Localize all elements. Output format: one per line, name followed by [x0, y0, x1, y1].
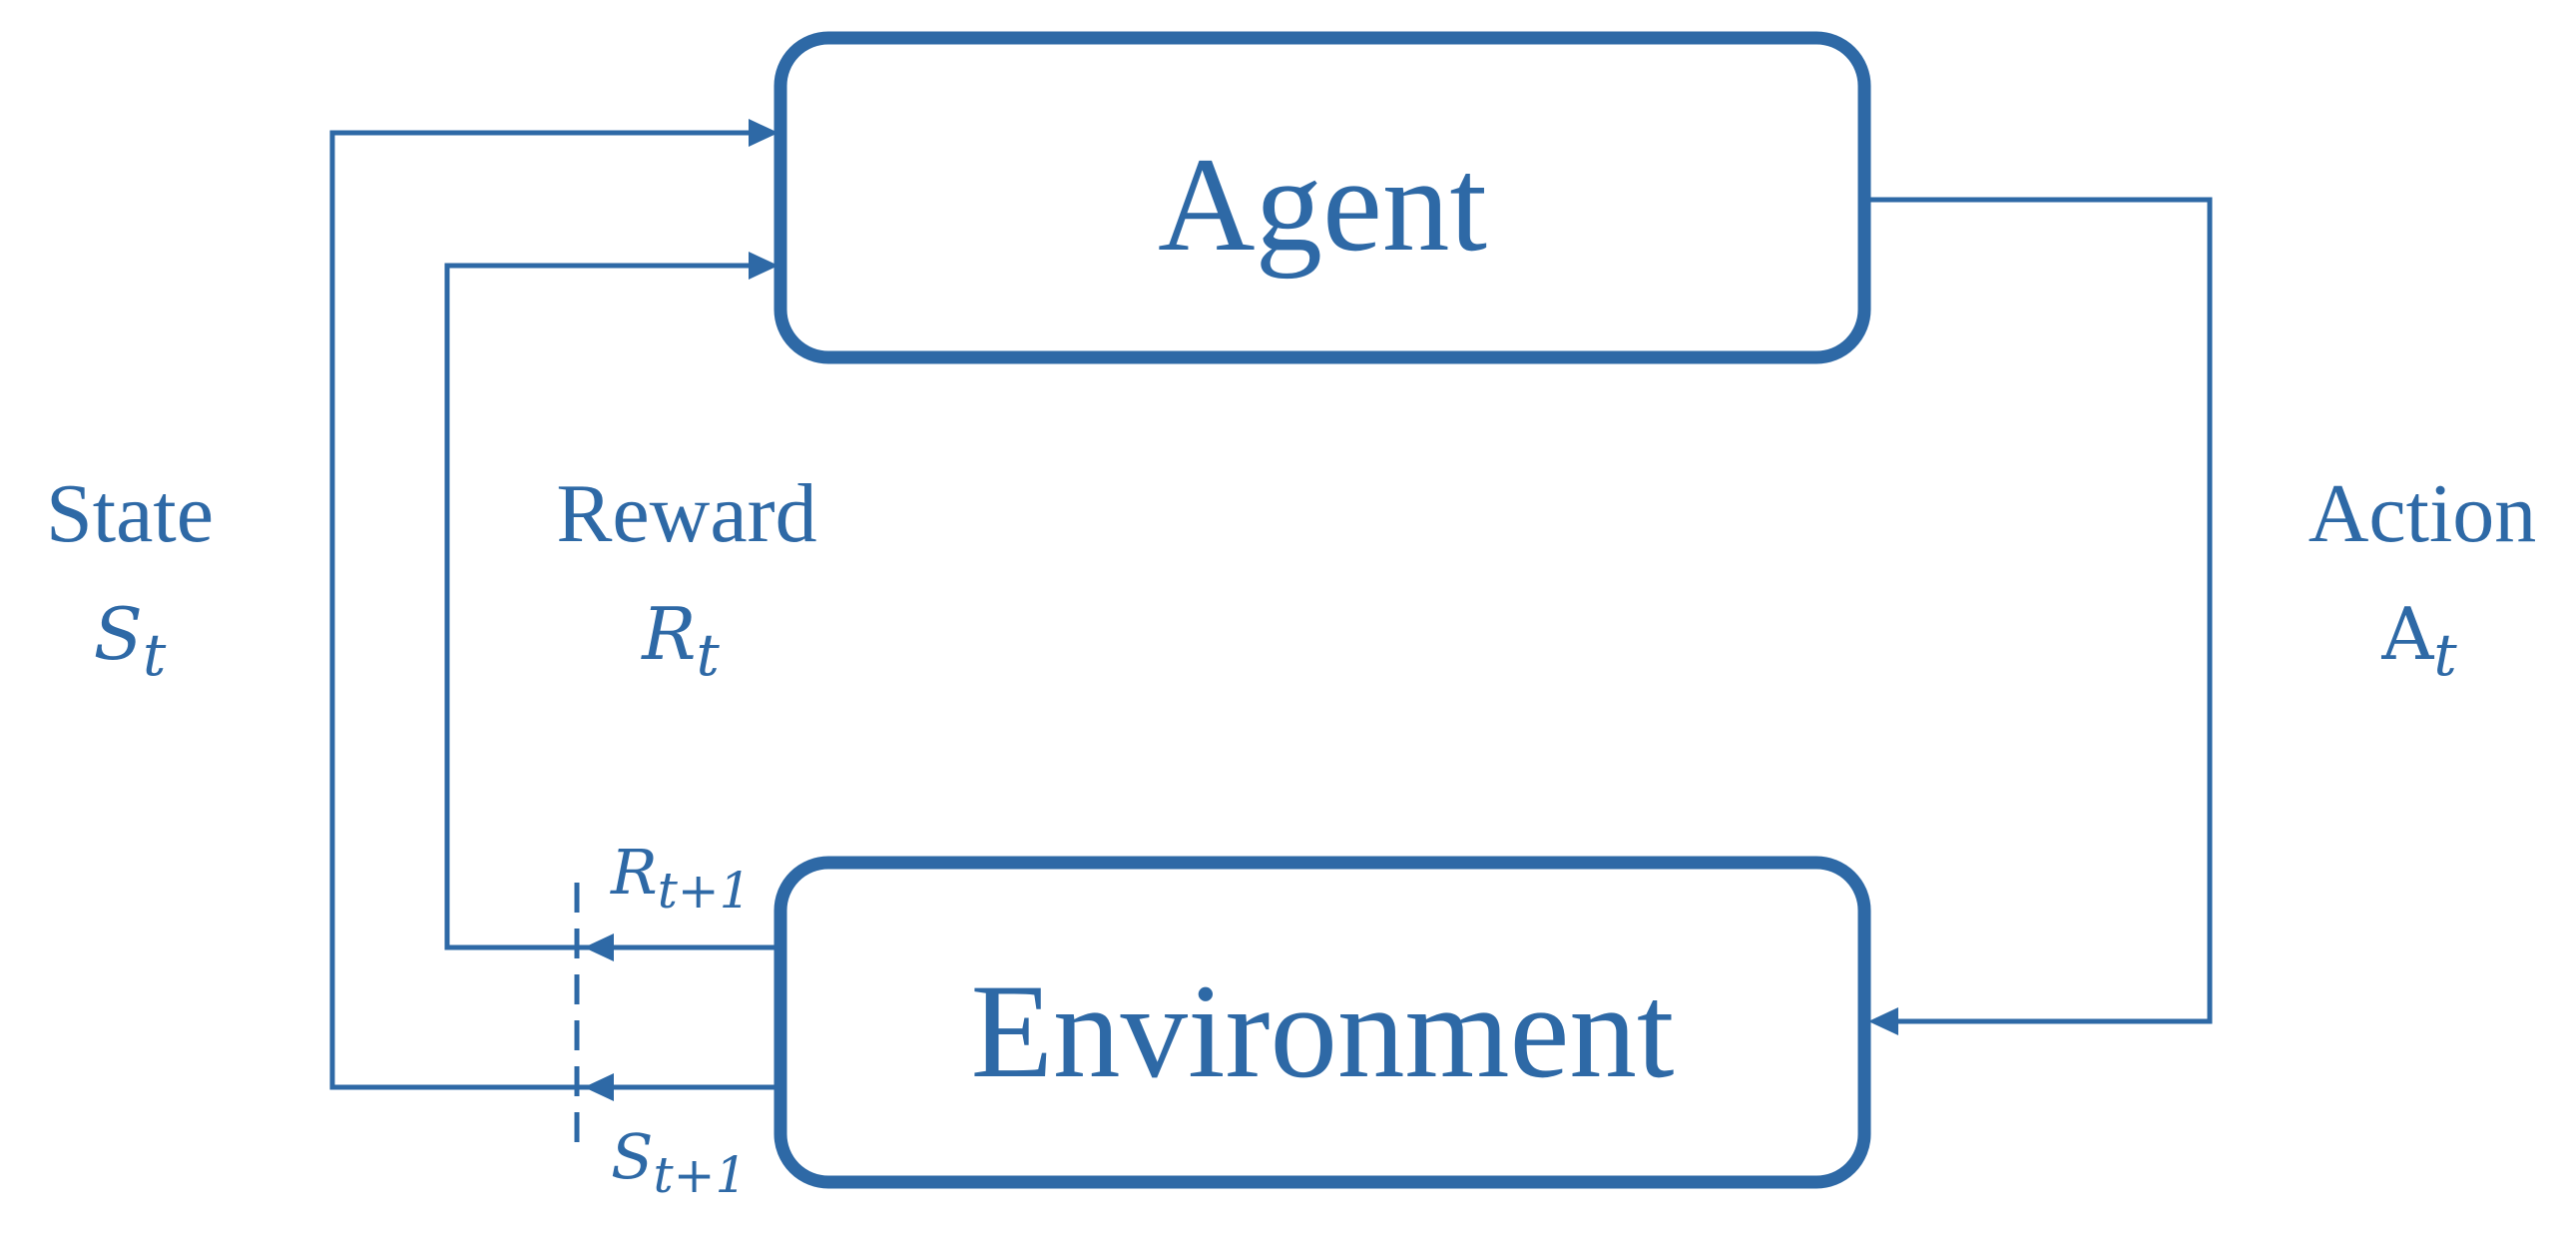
next-reward-symbol: Rt+1 [610, 836, 752, 920]
reward-label: Reward [556, 467, 816, 560]
next-reward-symbol-sub: t+1 [658, 862, 752, 920]
action-connector [1868, 197, 2213, 1035]
state-symbol: St [94, 592, 167, 689]
reward-arrowhead-next [584, 933, 614, 961]
agent-label: Agent [1158, 131, 1487, 280]
reward-connector [444, 252, 778, 961]
state-label: State [46, 467, 214, 560]
action-symbol-base: A [2380, 592, 2434, 676]
reward-arrowhead-agent [749, 252, 778, 280]
next-reward-symbol-base: R [610, 836, 658, 909]
reward-symbol: Rt [640, 592, 720, 689]
action-label-group: Action At [2309, 467, 2537, 689]
action-symbol-sub: t [2433, 621, 2457, 689]
reward-symbol-base: R [640, 592, 696, 676]
environment-label: Environment [971, 957, 1675, 1106]
reward-symbol-sub: t [696, 621, 720, 689]
state-symbol-sub: t [143, 621, 167, 689]
state-connector [329, 119, 778, 1101]
next-state-symbol: St+1 [611, 1120, 747, 1204]
action-line [1870, 197, 2213, 1024]
action-label: Action [2309, 467, 2537, 560]
next-state-symbol-base: S [611, 1120, 653, 1193]
action-arrowhead [1868, 1007, 1898, 1035]
agent-node: Agent [773, 31, 1871, 364]
environment-box [773, 856, 1871, 1189]
state-line [329, 130, 774, 1090]
agent-box [773, 31, 1871, 364]
state-arrowhead-next [584, 1073, 614, 1101]
environment-node: Environment [773, 856, 1871, 1189]
action-symbol: At [2380, 592, 2457, 689]
state-symbol-base: S [94, 592, 143, 676]
next-state-symbol-sub: t+1 [653, 1146, 747, 1204]
state-arrowhead-agent [749, 119, 778, 147]
reward-label-group: Reward Rt [556, 467, 816, 689]
state-label-group: State St [46, 467, 214, 689]
